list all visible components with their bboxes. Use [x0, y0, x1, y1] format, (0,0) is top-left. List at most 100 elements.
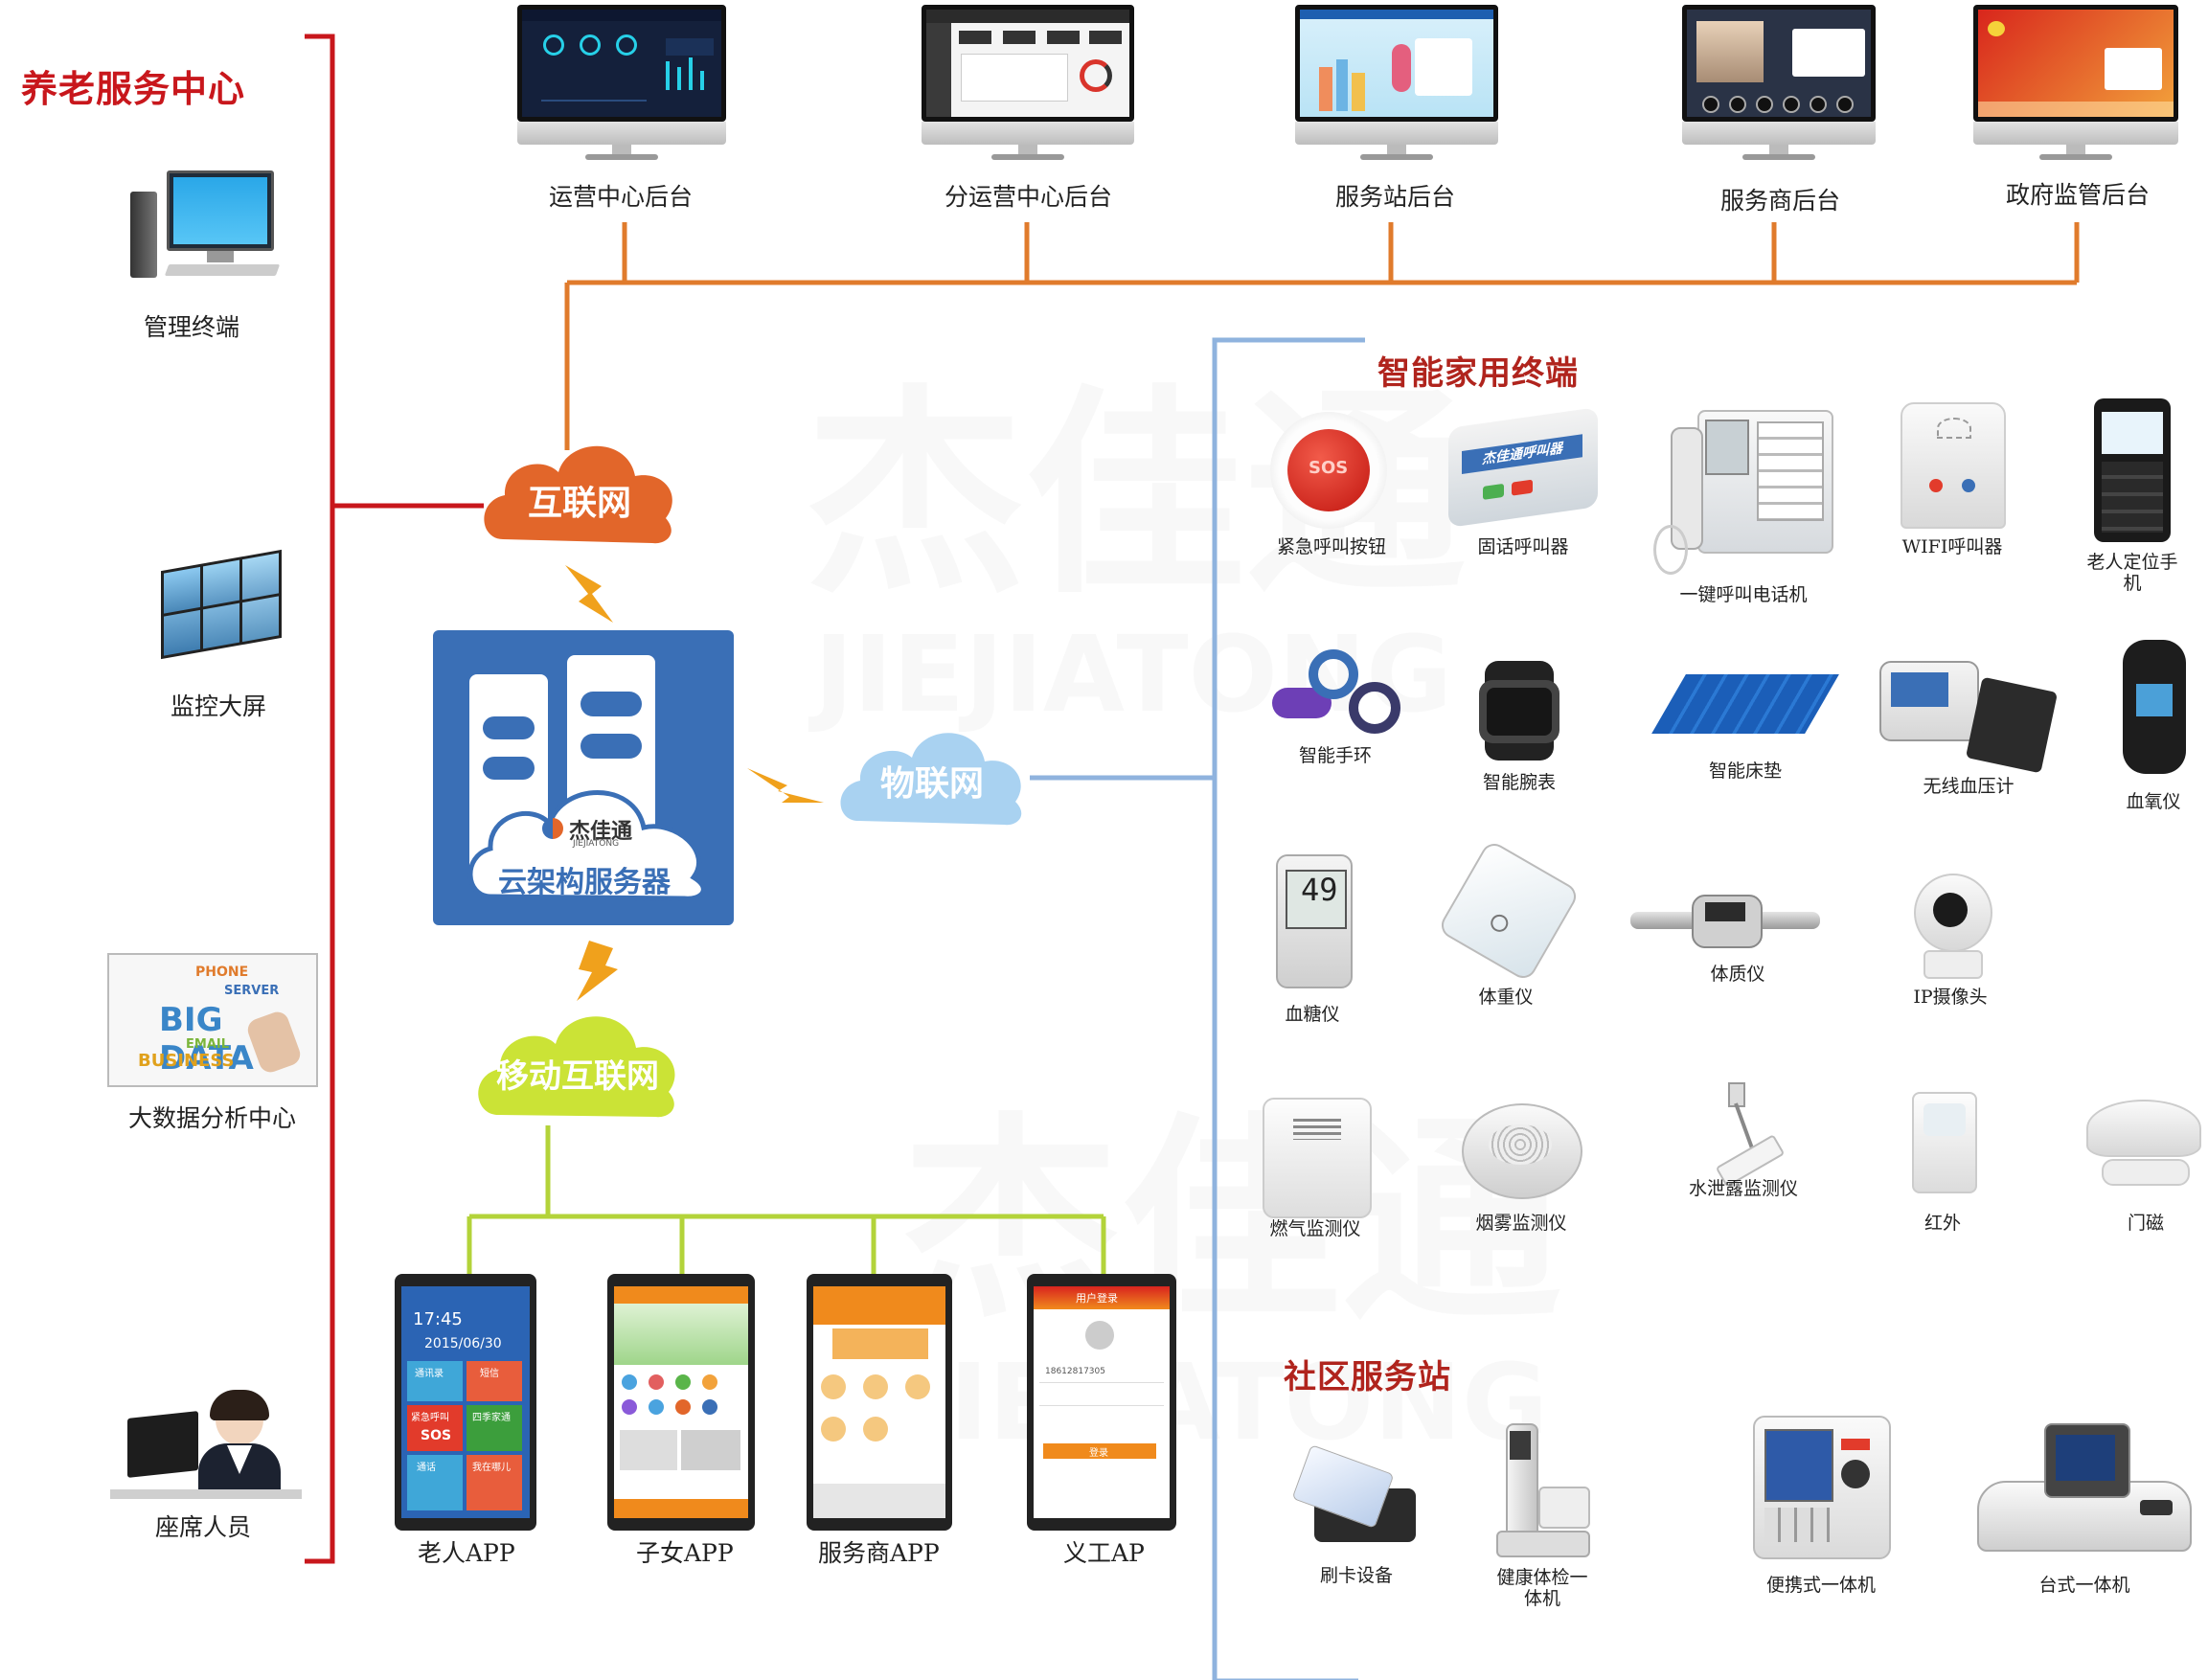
elder-date: 2015/06/30	[424, 1336, 502, 1351]
jiejiatong-logo-icon	[542, 818, 563, 839]
backend-monitor-service-station	[1295, 5, 1498, 163]
big-data-server: SERVER	[224, 984, 280, 998]
cloud-server-box: 杰佳通 JIEJIATONG 云架构服务器	[433, 630, 734, 925]
backend-monitor-government	[1973, 5, 2178, 163]
elder-tile-family: 四季家通	[472, 1413, 511, 1423]
left-item-label: 大数据分析中心	[128, 1104, 297, 1132]
server-brand: 杰佳通	[569, 820, 633, 844]
device-label: 烟雾监测仪	[1475, 1213, 1567, 1234]
infrared-sensor-icon	[1912, 1092, 1977, 1193]
backend-label: 运营中心后台	[549, 183, 694, 211]
children-app-phone	[607, 1274, 755, 1531]
volunteer-app-phone: 用户登录 18612817305 登录	[1027, 1274, 1176, 1531]
desktop-monitor-device-icon	[1977, 1423, 2192, 1567]
device-label: 无线血压计	[1923, 776, 2015, 797]
page-title: 养老服务中心	[21, 68, 246, 110]
device-label: 智能腕表	[1482, 772, 1556, 793]
device-label: 固话呼叫器	[1477, 536, 1569, 557]
big-data-phone: PHONE	[195, 965, 249, 980]
backend-monitor-sub-operations	[922, 5, 1134, 163]
elder-app-phone: 17:45 2015/06/30 通讯录 短信 紧急呼叫 SOS 四季家通 通话…	[395, 1274, 536, 1531]
door-magnet-icon	[2086, 1100, 2201, 1186]
device-label: 台式一体机	[2038, 1575, 2130, 1596]
backend-monitor-provider	[1682, 5, 1876, 163]
app-label: 老人APP	[418, 1539, 515, 1567]
elder-sos: SOS	[421, 1428, 452, 1443]
call-center-agent-icon	[110, 1390, 302, 1501]
server-label: 云架构服务器	[498, 866, 671, 899]
volunteer-login-button: 登录	[1089, 1448, 1108, 1459]
body-fat-meter-icon	[1630, 895, 1820, 952]
device-label: 便携式一体机	[1765, 1575, 1876, 1596]
elder-time: 17:45	[413, 1309, 463, 1329]
left-item-label: 座席人员	[155, 1513, 252, 1541]
backend-label: 政府监管后台	[2006, 181, 2151, 209]
elder-tile-call: 通话	[417, 1463, 436, 1473]
app-label: 子女APP	[636, 1539, 734, 1567]
watermark-bottom: 杰佳通	[900, 1096, 1562, 1351]
desktop-computer-icon	[126, 170, 281, 284]
device-label: 水泄露监测仪	[1688, 1178, 1798, 1199]
big-data-email: EMAIL	[186, 1037, 229, 1052]
backend-label: 分运营中心后台	[945, 183, 1113, 211]
landline-caller-icon: 杰佳通呼叫器	[1448, 407, 1598, 528]
smart-band-icon	[1270, 649, 1404, 745]
sos-text: SOS	[1309, 458, 1349, 478]
community-section-title: 社区服务站	[1284, 1358, 1451, 1396]
device-label: IP摄像头	[1913, 987, 1988, 1008]
device-label: WIFI呼叫器	[1901, 536, 2003, 557]
volunteer-phone-number: 18612817305	[1045, 1367, 1105, 1376]
device-label: 刷卡设备	[1319, 1565, 1393, 1586]
device-label: 门磁	[2127, 1213, 2164, 1234]
sos-button-icon: SOS	[1270, 412, 1387, 529]
elder-tile-emergency: 紧急呼叫	[411, 1413, 449, 1423]
device-label: 一键呼叫电话机	[1679, 584, 1808, 605]
gas-detector-icon	[1263, 1098, 1372, 1218]
card-reader-icon	[1291, 1444, 1420, 1555]
internet-cloud: 互联网	[474, 426, 685, 556]
big-data-main: BIG DATA	[159, 1001, 254, 1078]
backend-monitor-operations	[517, 5, 726, 163]
glucose-meter-icon: 49	[1276, 854, 1353, 988]
app-label: 义工AP	[1063, 1539, 1145, 1567]
device-label: 紧急呼叫按钮	[1276, 536, 1386, 557]
mobile-internet-cloud: 移动互联网	[467, 996, 688, 1130]
device-label: 智能手环	[1298, 745, 1372, 766]
left-item-label: 监控大屏	[171, 692, 267, 720]
oximeter-icon	[2117, 640, 2194, 776]
iot-cloud: 物联网	[831, 714, 1033, 833]
blood-pressure-monitor-icon	[1879, 661, 2059, 774]
elder-tile-sms: 短信	[480, 1369, 499, 1379]
watermark-bottom-en: JIEJIATONG	[910, 1341, 1549, 1464]
smart-mattress-icon	[1651, 670, 1839, 747]
device-label: 血氧仪	[2126, 791, 2181, 812]
device-label: 健康体检一体机	[1496, 1567, 1588, 1609]
app-label: 服务商APP	[818, 1539, 940, 1567]
glucose-reading: 49	[1301, 872, 1338, 908]
smart-watch-icon	[1475, 661, 1563, 761]
internet-cloud-label: 互联网	[527, 483, 631, 523]
portable-monitor-icon	[1753, 1416, 1893, 1559]
left-item-label: 管理终端	[144, 313, 240, 341]
home-section-title: 智能家用终端	[1377, 354, 1579, 393]
smoke-detector-icon	[1462, 1092, 1582, 1199]
device-label: 红外	[1923, 1213, 1961, 1234]
iot-cloud-label: 物联网	[879, 763, 984, 804]
video-wall-icon	[161, 549, 285, 660]
wifi-caller-icon	[1901, 402, 2006, 529]
landline-caller-badge: 杰佳通呼叫器	[1462, 434, 1582, 474]
server-brand-en: JIEJIATONG	[573, 839, 620, 849]
locator-phone-icon	[2094, 398, 2171, 542]
backend-label: 服务站后台	[1335, 183, 1456, 211]
device-label: 智能床垫	[1708, 761, 1782, 782]
backend-label: 服务商后台	[1720, 187, 1841, 215]
mobile-internet-cloud-label: 移动互联网	[496, 1056, 659, 1096]
water-leak-sensor-icon	[1696, 1082, 1791, 1188]
device-label: 体质仪	[1710, 964, 1765, 985]
big-data-business: BUSINESS	[138, 1051, 235, 1071]
health-kiosk-icon	[1496, 1423, 1590, 1557]
ip-camera-icon	[1910, 874, 1992, 979]
device-label: 燃气监测仪	[1269, 1218, 1361, 1239]
elder-tile-contacts: 通讯录	[415, 1369, 444, 1379]
